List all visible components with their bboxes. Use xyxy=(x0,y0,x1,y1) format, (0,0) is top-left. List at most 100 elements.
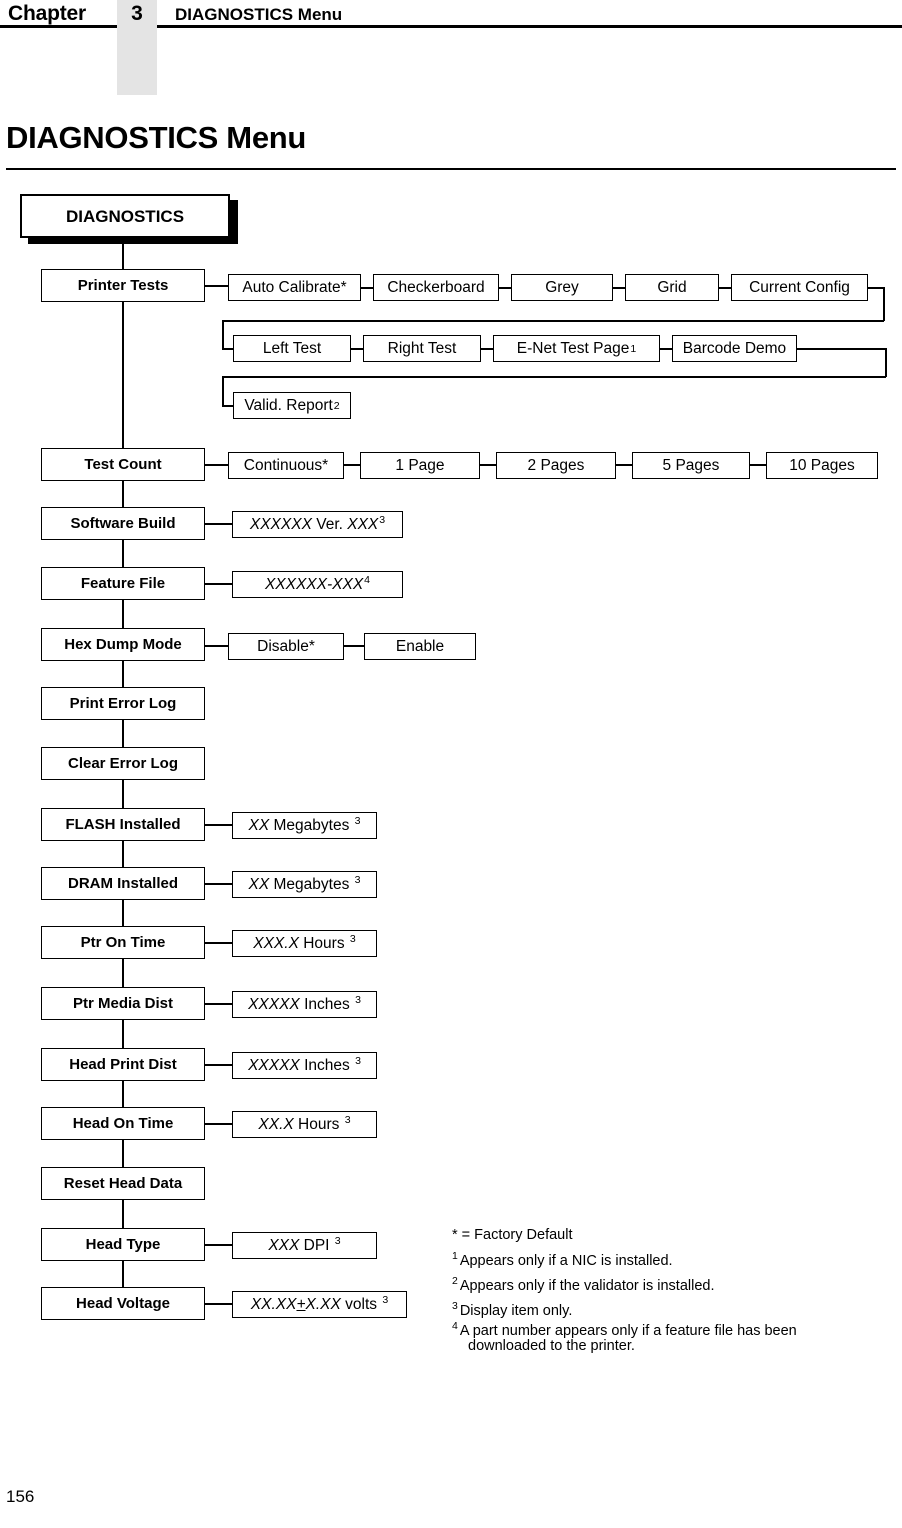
option-5-pages[interactable]: 5 Pages xyxy=(632,452,750,479)
wrap2-in xyxy=(222,376,224,406)
chapter-number-highlight xyxy=(117,0,157,95)
value-head-type: XXX DPI 3 xyxy=(232,1232,377,1259)
menu-item-flash-installed[interactable]: FLASH Installed xyxy=(41,808,205,841)
value-dram-installed-text: XX Megabytes 3 xyxy=(248,873,361,893)
footnote-3-text: Display item only. xyxy=(459,1302,573,1319)
footnote-2-text: Appears only if the validator is install… xyxy=(459,1277,715,1294)
option-checkerboard[interactable]: Checkerboard xyxy=(373,274,499,301)
connector-dram-installed xyxy=(205,883,232,885)
connector-tc-1-2 xyxy=(344,464,360,466)
option-grey[interactable]: Grey xyxy=(511,274,613,301)
menu-root-diagnostics[interactable]: DIAGNOSTICS xyxy=(20,194,230,238)
value-head-voltage-text: XX.XX+X.XX volts 3 xyxy=(250,1293,389,1313)
connector-opt-2-3 xyxy=(499,287,511,289)
option-current-config[interactable]: Current Config xyxy=(731,274,868,301)
option-auto-calibrate[interactable]: Auto Calibrate* xyxy=(228,274,361,301)
option-right-test[interactable]: Right Test xyxy=(363,335,481,362)
wrap2-down xyxy=(885,348,887,377)
value-ptr-media-dist-text: XXXXX Inches 3 xyxy=(248,993,361,1013)
wrap1-in xyxy=(222,320,224,349)
value-head-type-text: XXX DPI 3 xyxy=(268,1234,341,1254)
value-head-on-time: XX.X Hours 3 xyxy=(232,1111,377,1138)
footnote-3-mark: 3 xyxy=(452,1301,458,1313)
menu-item-printer-tests[interactable]: Printer Tests xyxy=(41,269,205,302)
value-feature-file-text: XXXXXX-XXX4 xyxy=(264,573,371,593)
menu-item-head-voltage[interactable]: Head Voltage xyxy=(41,1287,205,1320)
connector-opt-3-4 xyxy=(613,287,625,289)
page-number: 156 xyxy=(6,1487,35,1506)
running-header-title: DIAGNOSTICS Menu xyxy=(175,5,343,24)
footnote-4-continuation: downloaded to the printer. xyxy=(468,1337,635,1354)
value-software-build: XXXXXX Ver. XXX3 xyxy=(232,511,403,538)
menu-item-ptr-on-time[interactable]: Ptr On Time xyxy=(41,926,205,959)
menu-item-head-type[interactable]: Head Type xyxy=(41,1228,205,1261)
option-valid-report-label: Valid. Report xyxy=(244,396,333,414)
wrap2-out xyxy=(797,348,886,350)
value-head-print-dist: XXXXX Inches 3 xyxy=(232,1052,377,1079)
connector-opt-1-2 xyxy=(361,287,373,289)
value-ptr-on-time-text: XXX.X Hours 3 xyxy=(253,932,356,952)
value-feature-file: XXXXXX-XXX4 xyxy=(232,571,403,598)
chapter-label: Chapter xyxy=(8,2,86,25)
page-title: DIAGNOSTICS Menu xyxy=(6,120,307,155)
value-dram-installed: XX Megabytes 3 xyxy=(232,871,377,898)
connector-printer-tests-row1 xyxy=(205,285,228,287)
value-ptr-media-dist: XXXXX Inches 3 xyxy=(232,991,377,1018)
menu-item-software-build[interactable]: Software Build xyxy=(41,507,205,540)
connector-software-build xyxy=(205,523,232,525)
value-flash-installed: XX Megabytes 3 xyxy=(232,812,377,839)
value-software-build-text: XXXXXX Ver. XXX3 xyxy=(249,513,386,533)
connector-ptr-media-dist xyxy=(205,1003,232,1005)
menu-item-reset-head-data[interactable]: Reset Head Data xyxy=(41,1167,205,1200)
connector-flash-installed xyxy=(205,824,232,826)
option-10-pages[interactable]: 10 Pages xyxy=(766,452,878,479)
connector-head-voltage xyxy=(205,1303,232,1305)
option-1-page[interactable]: 1 Page xyxy=(360,452,480,479)
menu-item-test-count[interactable]: Test Count xyxy=(41,448,205,481)
header-rule xyxy=(0,25,902,28)
menu-item-dram-installed[interactable]: DRAM Installed xyxy=(41,867,205,900)
option-grid[interactable]: Grid xyxy=(625,274,719,301)
connector-test-count xyxy=(205,464,228,466)
menu-item-head-print-dist[interactable]: Head Print Dist xyxy=(41,1048,205,1081)
title-rule xyxy=(6,168,896,170)
connector-hex-dump xyxy=(205,645,228,647)
option-enet-test-page-label: E-Net Test Page xyxy=(516,339,630,357)
wrap1-enter xyxy=(222,348,233,350)
option-continuous[interactable]: Continuous* xyxy=(228,452,344,479)
menu-item-clear-error-log[interactable]: Clear Error Log xyxy=(41,747,205,780)
value-head-voltage: XX.XX+X.XX volts 3 xyxy=(232,1291,407,1318)
menu-item-print-error-log[interactable]: Print Error Log xyxy=(41,687,205,720)
connector-opt-7-8 xyxy=(481,348,493,350)
connector-tc-3-4 xyxy=(616,464,632,466)
connector-head-print-dist xyxy=(205,1064,232,1066)
menu-item-ptr-media-dist[interactable]: Ptr Media Dist xyxy=(41,987,205,1020)
menu-item-feature-file[interactable]: Feature File xyxy=(41,567,205,600)
connector-opt-8-9 xyxy=(660,348,672,350)
footnote-4-text: A part number appears only if a feature … xyxy=(459,1323,797,1340)
option-disable[interactable]: Disable* xyxy=(228,633,344,660)
connector-tc-4-5 xyxy=(750,464,766,466)
wrap2-back xyxy=(222,376,886,378)
menu-item-head-on-time[interactable]: Head On Time xyxy=(41,1107,205,1140)
value-flash-installed-text: XX Megabytes 3 xyxy=(248,814,361,834)
menu-item-hex-dump-mode[interactable]: Hex Dump Mode xyxy=(41,628,205,661)
connector-feature-file xyxy=(205,583,232,585)
option-enable[interactable]: Enable xyxy=(364,633,476,660)
wrap2-enter xyxy=(222,405,233,407)
option-left-test[interactable]: Left Test xyxy=(233,335,351,362)
footnote-4-mark: 4 xyxy=(452,1321,458,1333)
option-barcode-demo[interactable]: Barcode Demo xyxy=(672,335,797,362)
option-2-pages[interactable]: 2 Pages xyxy=(496,452,616,479)
connector-head-type xyxy=(205,1244,232,1246)
wrap1-down xyxy=(883,287,885,321)
connector-head-on-time xyxy=(205,1123,232,1125)
wrap1-back xyxy=(222,320,884,322)
